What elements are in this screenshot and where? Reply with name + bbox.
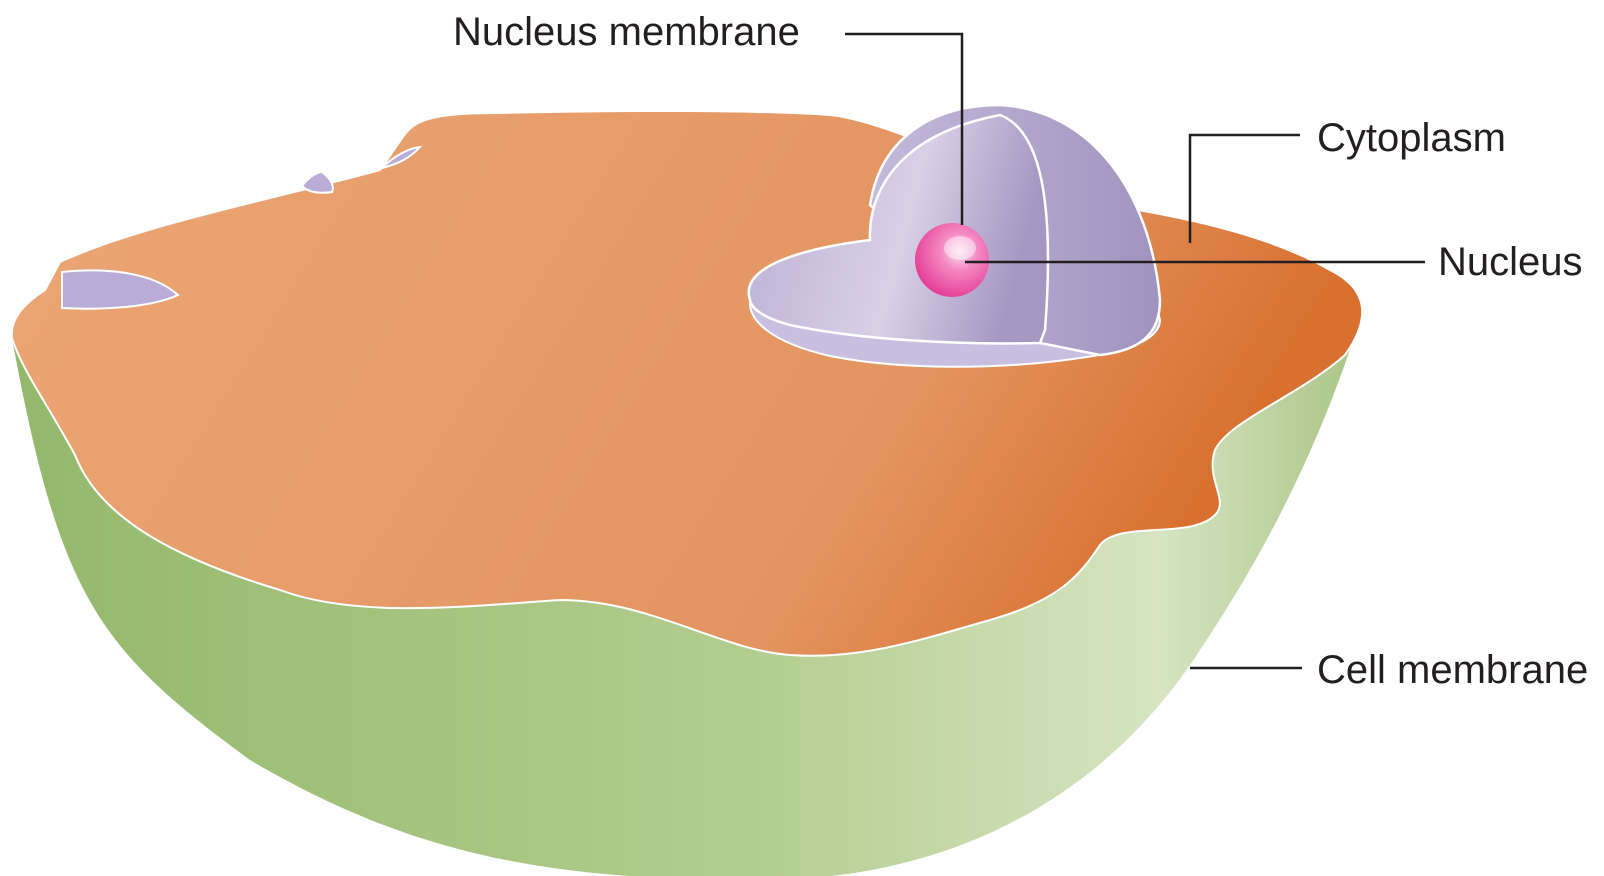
- nucleus-membrane-label: Nucleus membrane: [453, 12, 800, 52]
- cytoplasm-label: Cytoplasm: [1317, 118, 1506, 158]
- nucleus-sphere: [915, 223, 989, 297]
- nucleus-highlight: [944, 236, 976, 260]
- vacuole-pocket-2: [302, 172, 333, 193]
- cell-membrane-label: Cell membrane: [1317, 650, 1588, 690]
- nucleus-label: Nucleus: [1438, 242, 1583, 282]
